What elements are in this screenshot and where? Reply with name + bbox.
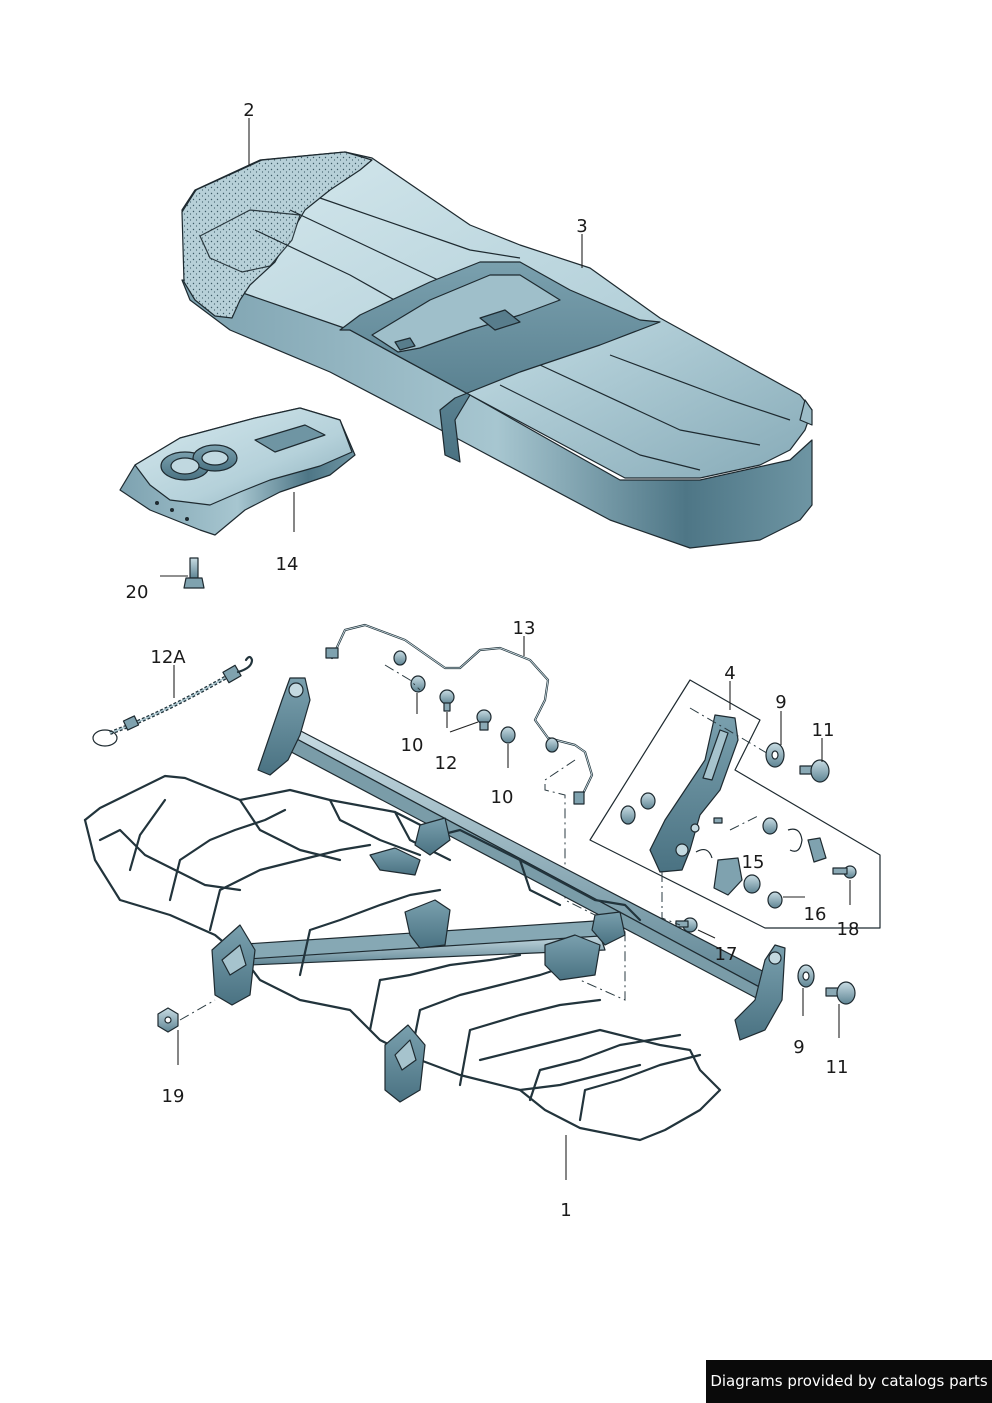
callout-18: 18	[837, 919, 860, 940]
seat-cushion	[181, 151, 813, 549]
callout-2: 2	[243, 100, 254, 121]
release-rod	[325, 623, 594, 805]
screw-20	[183, 557, 205, 589]
callout-12: 12	[435, 753, 458, 774]
callout-13: 13	[513, 618, 536, 639]
seat-frame	[83, 677, 786, 1142]
washer-9-lower	[797, 964, 815, 988]
callout-1: 1	[560, 1200, 571, 1221]
armrest-cupholder-tray	[119, 407, 356, 536]
attribution-banner: Diagrams provided by catalogs parts	[706, 1360, 992, 1403]
callout-20: 20	[126, 582, 149, 603]
callout-3: 3	[576, 216, 587, 237]
leader-12	[449, 721, 479, 733]
callout-4: 4	[724, 663, 735, 684]
dash-line	[384, 664, 421, 691]
callout-9a: 9	[775, 692, 786, 713]
callout-14: 14	[276, 554, 299, 575]
release-cable	[92, 655, 254, 747]
callout-10b: 10	[491, 787, 514, 808]
dash-line	[179, 999, 216, 1021]
bolt-11-upper	[799, 759, 830, 783]
leader-17	[697, 929, 716, 939]
washer-9-upper	[765, 742, 785, 768]
callout-15: 15	[742, 852, 765, 873]
hinge-bracket-group	[589, 679, 881, 933]
nut-19	[157, 1007, 179, 1033]
callout-12a: 12A	[150, 647, 186, 668]
clip-10-upper	[393, 650, 426, 693]
callout-17: 17	[715, 944, 738, 965]
callout-9b: 9	[793, 1037, 804, 1058]
callout-11a: 11	[812, 720, 835, 741]
clip-10-lower	[500, 726, 559, 753]
callout-19: 19	[162, 1086, 185, 1107]
fasteners-12	[439, 689, 492, 731]
callout-11b: 11	[826, 1057, 849, 1078]
bolt-11-lower	[825, 981, 856, 1005]
callout-10a: 10	[401, 735, 424, 756]
callout-16: 16	[804, 904, 827, 925]
